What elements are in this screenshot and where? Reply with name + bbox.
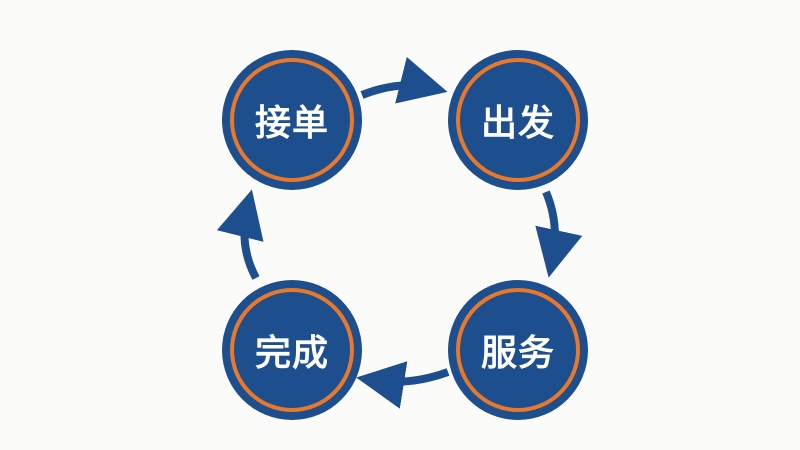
step-node-complete: 完成 bbox=[222, 280, 362, 420]
step-label-complete: 完成 bbox=[254, 333, 329, 374]
step-ring bbox=[456, 58, 580, 182]
step-ring bbox=[230, 288, 354, 412]
step-label-depart: 出发 bbox=[480, 103, 555, 144]
step-label-service: 服务 bbox=[480, 333, 555, 374]
step-node-accept-order: 接单 bbox=[222, 50, 362, 190]
arrow-1-to-2 bbox=[360, 56, 448, 104]
step-ring bbox=[230, 58, 354, 182]
step-label-accept-order: 接单 bbox=[254, 103, 329, 144]
step-ring bbox=[456, 288, 580, 412]
step-node-depart: 出发 bbox=[448, 50, 588, 190]
arrow-3-to-4 bbox=[356, 361, 450, 409]
step-node-service: 服务 bbox=[448, 280, 588, 420]
arrow-2-to-3 bbox=[535, 190, 583, 278]
arrow-4-to-1 bbox=[216, 189, 264, 280]
